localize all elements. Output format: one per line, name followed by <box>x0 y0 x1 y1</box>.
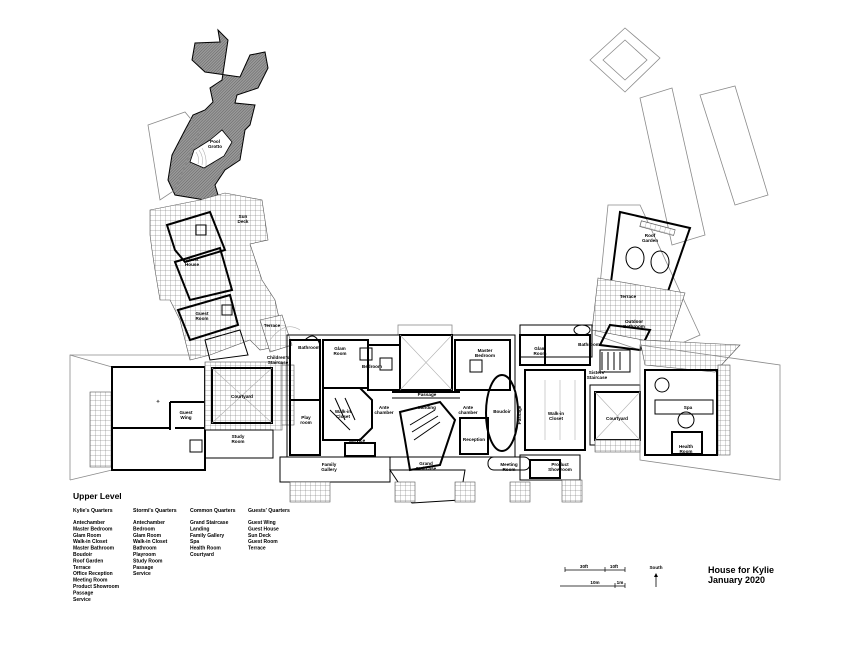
legend-column-header: Common Quarters <box>190 508 236 514</box>
room-label-bathroom-left: Bathroom <box>298 345 320 350</box>
legend-item: Roof Garden <box>73 558 103 564</box>
scale-label-1m: 1m <box>617 580 624 585</box>
room-label-passage-vertical: Passage <box>517 405 522 424</box>
legend-item: Terrace <box>248 546 266 552</box>
legend-item: Guest House <box>248 526 279 532</box>
drawing-title: House for Kylie January 2020 <box>708 565 774 585</box>
legend-item: Product Showroom <box>73 584 120 590</box>
bird-sculpture-icon: ✧ <box>156 399 160 404</box>
legend-item: Glam Room <box>73 533 102 539</box>
orientation-indicator: South <box>649 565 663 587</box>
legend-item: Meeting Room <box>73 578 108 584</box>
legend-item: Family Gallery <box>190 533 224 539</box>
legend-item: Office Reception <box>73 571 113 577</box>
scale-label-10m: 10m <box>590 580 599 585</box>
legend-item: Walk-in Closet <box>73 539 108 545</box>
room-label-reception: Reception <box>463 437 485 442</box>
legend-item: Spa <box>190 539 199 545</box>
room-label-landing: Landing <box>418 405 436 410</box>
legend-item: Playroom <box>133 552 156 558</box>
legend-item: Bedroom <box>133 526 156 532</box>
courtyard-left-block <box>204 361 295 459</box>
title-line-2: January 2020 <box>708 575 765 585</box>
legend-column-header: Kylie's Quarters <box>73 508 113 514</box>
legend-item: Passage <box>133 565 154 571</box>
room-label-terrace-left: Terrace <box>264 323 281 328</box>
legend: Upper Level Kylie's QuartersAntechamberM… <box>73 491 290 603</box>
legend-item: Boudoir <box>73 552 92 558</box>
room-label-bathroom-right: Bathroom <box>578 342 600 347</box>
scale-label-10ft: 10ft <box>610 564 619 569</box>
scale-label-30ft: 30ft <box>580 564 589 569</box>
guest-house-block <box>149 192 293 361</box>
legend-item: Service <box>133 571 151 577</box>
title-line-1: House for Kylie <box>708 565 774 575</box>
legend-item: Study Room <box>133 558 163 564</box>
legend-item: Walk-in Closet <box>133 539 168 545</box>
arrow-up-icon <box>654 573 658 587</box>
legend-item: Landing <box>190 526 209 532</box>
legend-item: Sun Deck <box>248 533 271 539</box>
room-label-passage: Passage <box>418 392 437 397</box>
legend-item: Terrace <box>73 565 91 571</box>
room-label-sisters-staircase: Sisters'Staircase <box>587 370 608 380</box>
room-label-bedroom: Bedroom <box>362 364 382 369</box>
legend-item: Grand Staircase <box>190 520 229 526</box>
legend-item: Guest Wing <box>248 520 276 526</box>
legend-item: Master Bedroom <box>73 526 113 532</box>
pool-grotto <box>167 28 269 201</box>
legend-item: Antechamber <box>73 520 105 526</box>
central-block <box>269 324 531 504</box>
legend-column-header: Guests' Quarters <box>248 508 290 514</box>
room-label-courtyard-left: Courtyard <box>231 394 253 399</box>
orientation-label: South <box>649 565 662 570</box>
legend-item: Courtyard <box>190 552 214 558</box>
legend-item: Master Bathroom <box>73 546 115 552</box>
room-label-spa: Spa <box>684 405 693 410</box>
guest-house-roof-outline <box>147 111 201 201</box>
legend-item: Antechamber <box>133 520 165 526</box>
legend-item: Service <box>73 597 91 603</box>
legend-item: Bathroom <box>133 546 157 552</box>
legend-column-header: Stormi's Quarters <box>133 508 177 514</box>
legend-item: Glam Room <box>133 533 162 539</box>
room-label-terrace-right: Terrace <box>620 294 637 299</box>
scale-bar: 30ft 10ft 10m 1m <box>560 564 626 588</box>
room-label-boudoir: Boudoir <box>493 409 511 414</box>
room-label-service: Service <box>349 438 366 443</box>
legend-item: Passage <box>73 590 94 596</box>
legend-item: Guest Room <box>248 539 278 545</box>
guest-wing-block: ✧ <box>69 354 206 481</box>
room-label-courtyard-right: Courtyard <box>606 416 628 421</box>
legend-heading: Upper Level <box>73 491 122 501</box>
right-wing-block <box>519 27 781 503</box>
legend-item: Health Room <box>190 546 221 552</box>
